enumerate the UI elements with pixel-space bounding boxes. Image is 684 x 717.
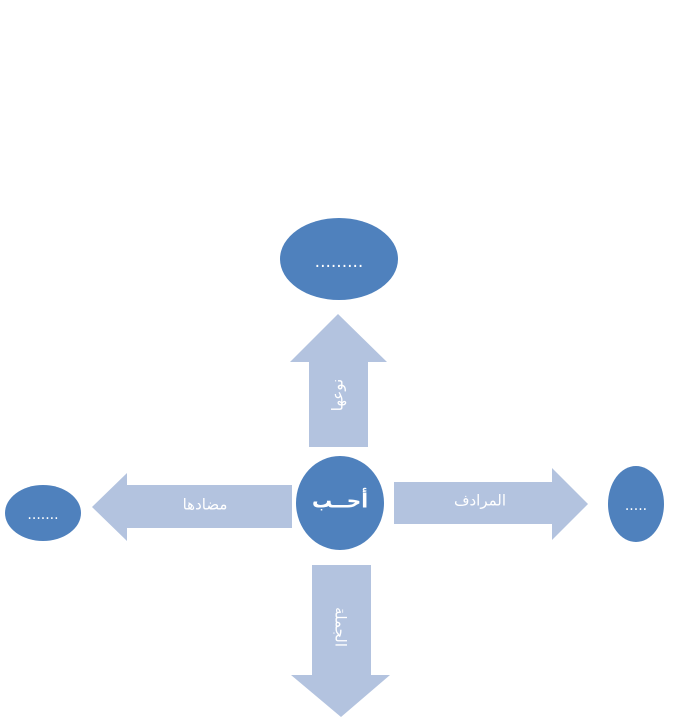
arrow-down	[291, 565, 390, 717]
node-top	[280, 218, 398, 300]
arrow-right	[394, 468, 588, 540]
arrow-right-group: المرادف	[394, 468, 588, 540]
arrow-left-label: مضادها	[183, 496, 228, 514]
node-center-group: أحــب	[296, 456, 384, 550]
node-center-label: أحــب	[312, 487, 368, 513]
arrow-right-label: المرادف	[454, 492, 506, 510]
arrow-up-group: نوعها	[290, 314, 387, 447]
node-right	[608, 466, 664, 542]
node-left-label: .......	[27, 507, 58, 523]
arrow-up	[290, 314, 387, 447]
arrow-left	[92, 473, 292, 541]
arrow-down-group: الجملة	[291, 565, 390, 717]
arrow-left-group: مضادها	[92, 473, 292, 541]
arrow-up-label: نوعها	[329, 379, 347, 411]
node-top-label: .........	[315, 252, 364, 272]
node-right-label: .....	[625, 498, 647, 514]
node-left-group: .......	[5, 485, 81, 541]
node-top-group: .........	[280, 218, 398, 300]
arrow-down-label: الجملة	[332, 607, 350, 647]
node-right-group: .....	[608, 466, 664, 542]
node-center	[296, 456, 384, 550]
node-left	[5, 485, 81, 541]
